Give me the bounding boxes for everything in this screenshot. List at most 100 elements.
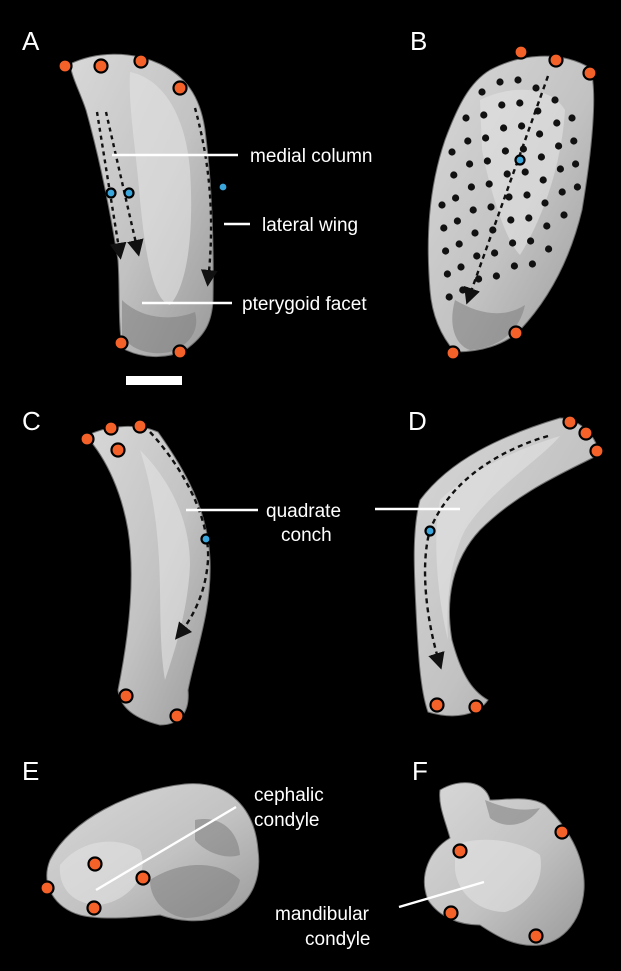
surface-semilandmark [559, 188, 566, 195]
landmark-f2 [556, 826, 569, 839]
panel-a: A medial column lateral wing pterygoid f… [22, 26, 373, 385]
surface-semilandmark [454, 217, 461, 224]
surface-semilandmark [475, 275, 482, 282]
surface-semilandmark [498, 101, 505, 108]
surface-semilandmark [557, 165, 564, 172]
landmark-b5 [447, 347, 460, 360]
surface-semilandmark [507, 216, 514, 223]
surface-semilandmark [456, 240, 463, 247]
panel-c-letter: C [22, 406, 41, 436]
surface-semilandmark [543, 222, 550, 229]
label-pterygoid-facet: pterygoid facet [242, 294, 367, 315]
surface-semilandmark [553, 119, 560, 126]
surface-semilandmark [534, 107, 541, 114]
scale-bar [126, 376, 182, 385]
landmark-e2 [41, 882, 54, 895]
surface-semilandmark [450, 171, 457, 178]
landmark-c3 [134, 420, 147, 433]
surface-semilandmark [446, 293, 453, 300]
surface-semilandmark [541, 199, 548, 206]
surface-semilandmark [540, 176, 547, 183]
landmark-e1 [89, 858, 102, 871]
landmark-a4 [174, 82, 187, 95]
surface-semilandmark [505, 193, 512, 200]
surface-semilandmark [529, 260, 536, 267]
surface-semilandmark [459, 286, 466, 293]
surface-semilandmark [574, 183, 581, 190]
surface-semilandmark [527, 237, 534, 244]
semilandmark-a1 [107, 189, 116, 198]
landmark-c1 [81, 433, 94, 446]
surface-semilandmark [452, 194, 459, 201]
label-cephalic-condyle-line1: cephalic [254, 785, 324, 806]
landmark-e4 [137, 872, 150, 885]
surface-semilandmark [518, 122, 525, 129]
landmark-c5 [120, 690, 133, 703]
surface-semilandmark [511, 262, 518, 269]
surface-semilandmark [522, 168, 529, 175]
surface-semilandmark [457, 263, 464, 270]
surface-semilandmark [532, 84, 539, 91]
surface-semilandmark [486, 180, 493, 187]
surface-semilandmark [489, 226, 496, 233]
landmark-a2 [95, 60, 108, 73]
surface-semilandmark [500, 124, 507, 131]
surface-semilandmark [482, 134, 489, 141]
surface-semilandmark [536, 130, 543, 137]
landmark-f1 [454, 845, 467, 858]
surface-semilandmark [491, 249, 498, 256]
landmark-a1 [59, 60, 72, 73]
landmark-e3 [88, 902, 101, 915]
surface-semilandmark [462, 114, 469, 121]
surface-semilandmark [438, 201, 445, 208]
panel-e-letter: E [22, 756, 39, 786]
surface-semilandmark [551, 96, 558, 103]
landmark-d5 [470, 701, 483, 714]
landmark-b2 [550, 54, 563, 67]
surface-semilandmark [478, 88, 485, 95]
semilandmark-b1 [516, 156, 525, 165]
panel-d: D quadrate conch [266, 406, 604, 716]
surface-semilandmark [448, 148, 455, 155]
label-quadrate-conch-line2: conch [281, 525, 332, 546]
landmark-b4 [510, 327, 523, 340]
surface-semilandmark [509, 239, 516, 246]
surface-semilandmark [555, 142, 562, 149]
landmark-c2 [105, 422, 118, 435]
surface-semilandmark [572, 160, 579, 167]
label-quadrate-conch-line1: quadrate [266, 501, 341, 522]
surface-semilandmark [470, 206, 477, 213]
surface-semilandmark [502, 147, 509, 154]
semilandmark-d1 [426, 527, 435, 536]
panel-f-letter: F [412, 756, 428, 786]
surface-semilandmark [471, 229, 478, 236]
landmark-c6 [171, 710, 184, 723]
label-cephalic-condyle-line2: condyle [254, 810, 320, 831]
landmark-d2 [580, 427, 593, 440]
surface-semilandmark [444, 270, 451, 277]
landmark-c4 [112, 444, 125, 457]
semilandmark-c1 [202, 535, 211, 544]
surface-semilandmark [520, 145, 527, 152]
surface-semilandmark [568, 114, 575, 121]
surface-semilandmark [468, 183, 475, 190]
label-lateral-wing: lateral wing [262, 215, 358, 236]
panel-c: C [22, 406, 258, 725]
surface-semilandmark [493, 272, 500, 279]
surface-semilandmark [466, 160, 473, 167]
panel-a-letter: A [22, 26, 40, 56]
surface-semilandmark [525, 214, 532, 221]
landmark-d3 [591, 445, 604, 458]
surface-semilandmark [504, 170, 511, 177]
surface-semilandmark [514, 76, 521, 83]
surface-semilandmark [442, 247, 449, 254]
surface-semilandmark [484, 157, 491, 164]
label-mandibular-condyle-line2: condyle [305, 929, 371, 950]
panel-b-letter: B [410, 26, 427, 56]
landmark-b1 [515, 46, 528, 59]
landmark-b3 [584, 67, 597, 80]
label-mandibular-condyle-line1: mandibular [275, 904, 370, 925]
landmark-d4 [431, 699, 444, 712]
landmark-a5 [115, 337, 128, 350]
